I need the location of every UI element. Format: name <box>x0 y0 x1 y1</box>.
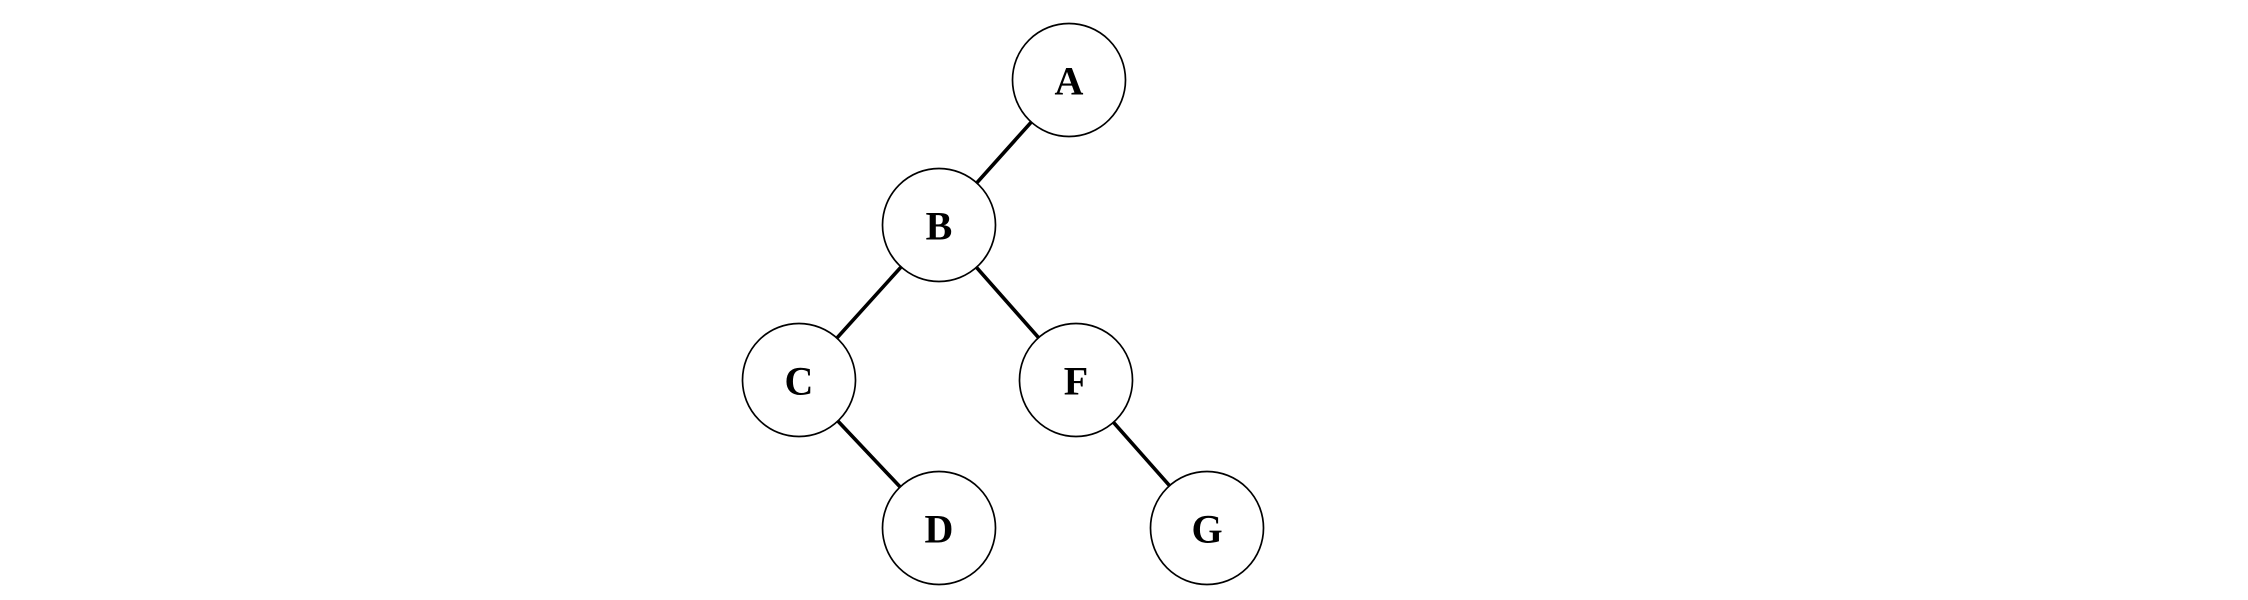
graph-node-circle-b[interactable] <box>881 167 997 283</box>
graph-node-circle-f[interactable] <box>1018 322 1134 438</box>
graph-node-g[interactable]: G <box>1149 470 1265 586</box>
graph-node-label-d: D <box>925 507 954 552</box>
graph-edge-a-b <box>975 120 1033 185</box>
graph-edge-c-d <box>836 419 902 489</box>
graph-node-label-c: C <box>785 359 814 404</box>
graph-node-c[interactable]: C <box>741 322 857 438</box>
graph-edge-b-c <box>835 265 903 340</box>
node-layer: A B C F D G <box>741 22 1265 586</box>
graph-node-f[interactable]: F <box>1018 322 1134 438</box>
graph-node-circle-d[interactable] <box>881 470 997 586</box>
graph-edge-b-f <box>975 266 1040 339</box>
graph-node-label-a: A <box>1055 59 1084 104</box>
graph-node-b[interactable]: B <box>881 167 997 283</box>
graph-node-circle-c[interactable] <box>741 322 857 438</box>
edge-layer <box>835 120 1171 489</box>
graph-node-d[interactable]: D <box>881 470 997 586</box>
graph-node-label-b: B <box>926 204 953 249</box>
graph-node-label-g: G <box>1191 507 1222 552</box>
graph-node-label-f: F <box>1064 359 1088 404</box>
graph-node-a[interactable]: A <box>1011 22 1127 138</box>
graph-node-circle-g[interactable] <box>1149 470 1265 586</box>
graph-edge-f-g <box>1112 421 1171 487</box>
graph-node-circle-a[interactable] <box>1011 22 1127 138</box>
